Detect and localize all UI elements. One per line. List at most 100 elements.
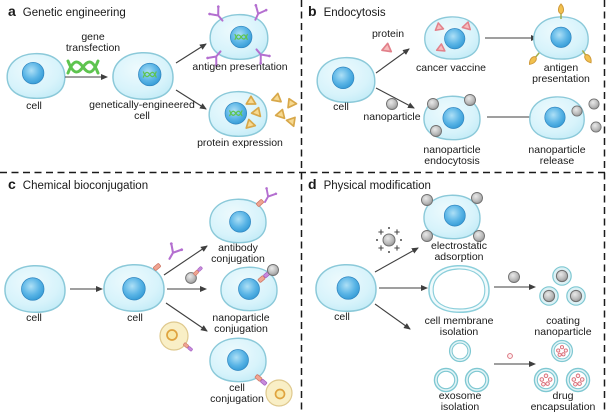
nanoparticle-icon: [430, 125, 442, 137]
linker-icon: [182, 342, 194, 352]
antigen-presentation-cell-icon: [209, 13, 269, 61]
coated-nanoparticle-icon: [566, 286, 586, 306]
nanoparticle-release-label: nanoparticle release: [528, 144, 586, 168]
nanoparticle-icon: [427, 98, 439, 110]
linker-icon: [152, 262, 162, 272]
cell-membrane-isolation-label: cell membrane isolation: [424, 315, 494, 339]
cell-icon: [315, 263, 377, 312]
engineered-cell-icon: [112, 51, 174, 100]
cell-conjugation-cell-icon: [209, 337, 267, 383]
nanoparticle-icon: [571, 105, 583, 117]
cell-membrane-icon: [428, 264, 490, 313]
antibody-conjugation-cell-icon: [209, 198, 267, 244]
antibody-conjugation-label: antibody conjugation: [211, 242, 265, 266]
exosome-icon: [448, 339, 472, 363]
antigen-presentation-cell-icon: [533, 16, 589, 60]
arrow: [163, 245, 208, 276]
nanoparticle-icon: [508, 271, 520, 283]
dna-icon: [66, 59, 100, 75]
antigen-presentation-label: antigen presentation: [532, 62, 590, 86]
cell-label: cell: [333, 101, 349, 113]
cancer-vaccine-label: cancer vaccine: [415, 62, 487, 74]
panel-a-header: a Genetic engineering: [8, 3, 126, 21]
nanoparticle-label: nanoparticle: [363, 111, 421, 123]
protein-icon: [381, 41, 394, 53]
gene-transfection-label: gene transfection: [65, 31, 121, 55]
panel-b-header: b Endocytosis: [308, 3, 386, 21]
coating-nanoparticle-label: coating nanoparticle: [534, 315, 592, 339]
nanoparticle-conjugation-label: nanoparticle conjugation: [212, 312, 270, 336]
cell-conjugation-label: cell conjugation: [210, 382, 264, 406]
nanoparticle-icon: [267, 264, 279, 276]
linker-icon: [255, 198, 265, 208]
arrow: [375, 48, 410, 74]
exosome-isolation-label: exosome isolation: [438, 390, 482, 413]
cell-icon: [6, 52, 66, 100]
panel-c-graphics: [4, 185, 293, 407]
arrow: [374, 247, 419, 273]
arrow: [175, 89, 207, 110]
panel-a-graphics: [6, 2, 300, 138]
drug-icon: [507, 353, 513, 359]
panel-d-header: d Physical modification: [308, 176, 431, 194]
panel-a-tag: a: [8, 3, 16, 19]
drug-vesicle-icon: [565, 367, 591, 393]
cell-label: cell: [26, 312, 42, 324]
antigen-presentation-label: antigen presentation: [192, 61, 288, 73]
nanoparticle-icon: [421, 194, 433, 206]
nanoparticle-icon: [590, 121, 602, 133]
protein-expression-label: protein expression: [197, 137, 283, 149]
antibody-icon: [162, 240, 185, 264]
protein-icon: [271, 91, 284, 103]
protein-expression-cell-icon: [208, 90, 268, 138]
panel-c-title: Chemical bioconjugation: [22, 180, 149, 192]
arrow: [375, 87, 415, 109]
panel-b-tag: b: [308, 3, 317, 19]
panel-a-title: Genetic engineering: [22, 7, 126, 19]
charged-nanoparticle-icon: [376, 227, 402, 253]
arrow: [374, 303, 411, 330]
donor-cell-icon: [159, 321, 189, 351]
exosome-icon: [433, 367, 459, 393]
panel-d-graphics: [315, 192, 591, 393]
linker-icon: [192, 265, 204, 277]
cancer-vaccine-cell-icon: [424, 16, 480, 60]
panel-d-title: Physical modification: [323, 180, 431, 192]
coated-nanoparticle-icon: [552, 266, 572, 286]
electrostatic-adsorption-label: electrostatic adsorption: [430, 240, 488, 264]
panel-c-header: c Chemical bioconjugation: [8, 176, 148, 194]
drug-encapsulation-label: drug encapsulation: [530, 390, 596, 413]
protein-icon: [285, 113, 300, 128]
antigen-icon: [579, 48, 594, 65]
cell-label: cell: [334, 311, 350, 323]
arrow: [175, 43, 207, 64]
panel-d-tag: d: [308, 176, 317, 192]
nanoparticle-endocytosis-label: nanoparticle endocytosis: [423, 144, 481, 168]
panel-b-title: Endocytosis: [323, 7, 386, 19]
panel-c-tag: c: [8, 176, 16, 192]
drug-vesicle-icon: [550, 339, 574, 363]
exosome-icon: [464, 367, 490, 393]
electrostatic-adsorption-cell-icon: [423, 194, 481, 240]
nanoparticle-icon: [386, 98, 398, 110]
nanoparticle-icon: [464, 94, 476, 106]
conjugated-cell-icon: [265, 379, 293, 407]
panel-b-graphics: [316, 3, 602, 141]
nanoparticle-icon: [588, 98, 600, 110]
drug-vesicle-icon: [533, 367, 559, 393]
cell-label: cell: [26, 100, 42, 112]
arrow: [165, 302, 208, 332]
cell-icon: [4, 264, 66, 313]
nanoparticle-conjugation-cell-icon: [220, 266, 278, 312]
protein-icon: [283, 95, 298, 109]
nanoparticle-release-cell-icon: [529, 96, 585, 140]
cell-label: cell: [127, 312, 143, 324]
nanoparticle-icon: [471, 192, 483, 204]
protein-label: protein: [371, 28, 405, 40]
nanoparticle-endocytosis-cell-icon: [423, 95, 481, 141]
engineered-cell-label: genetically-engineered cell: [89, 99, 195, 123]
linker-cell-icon: [103, 263, 165, 312]
